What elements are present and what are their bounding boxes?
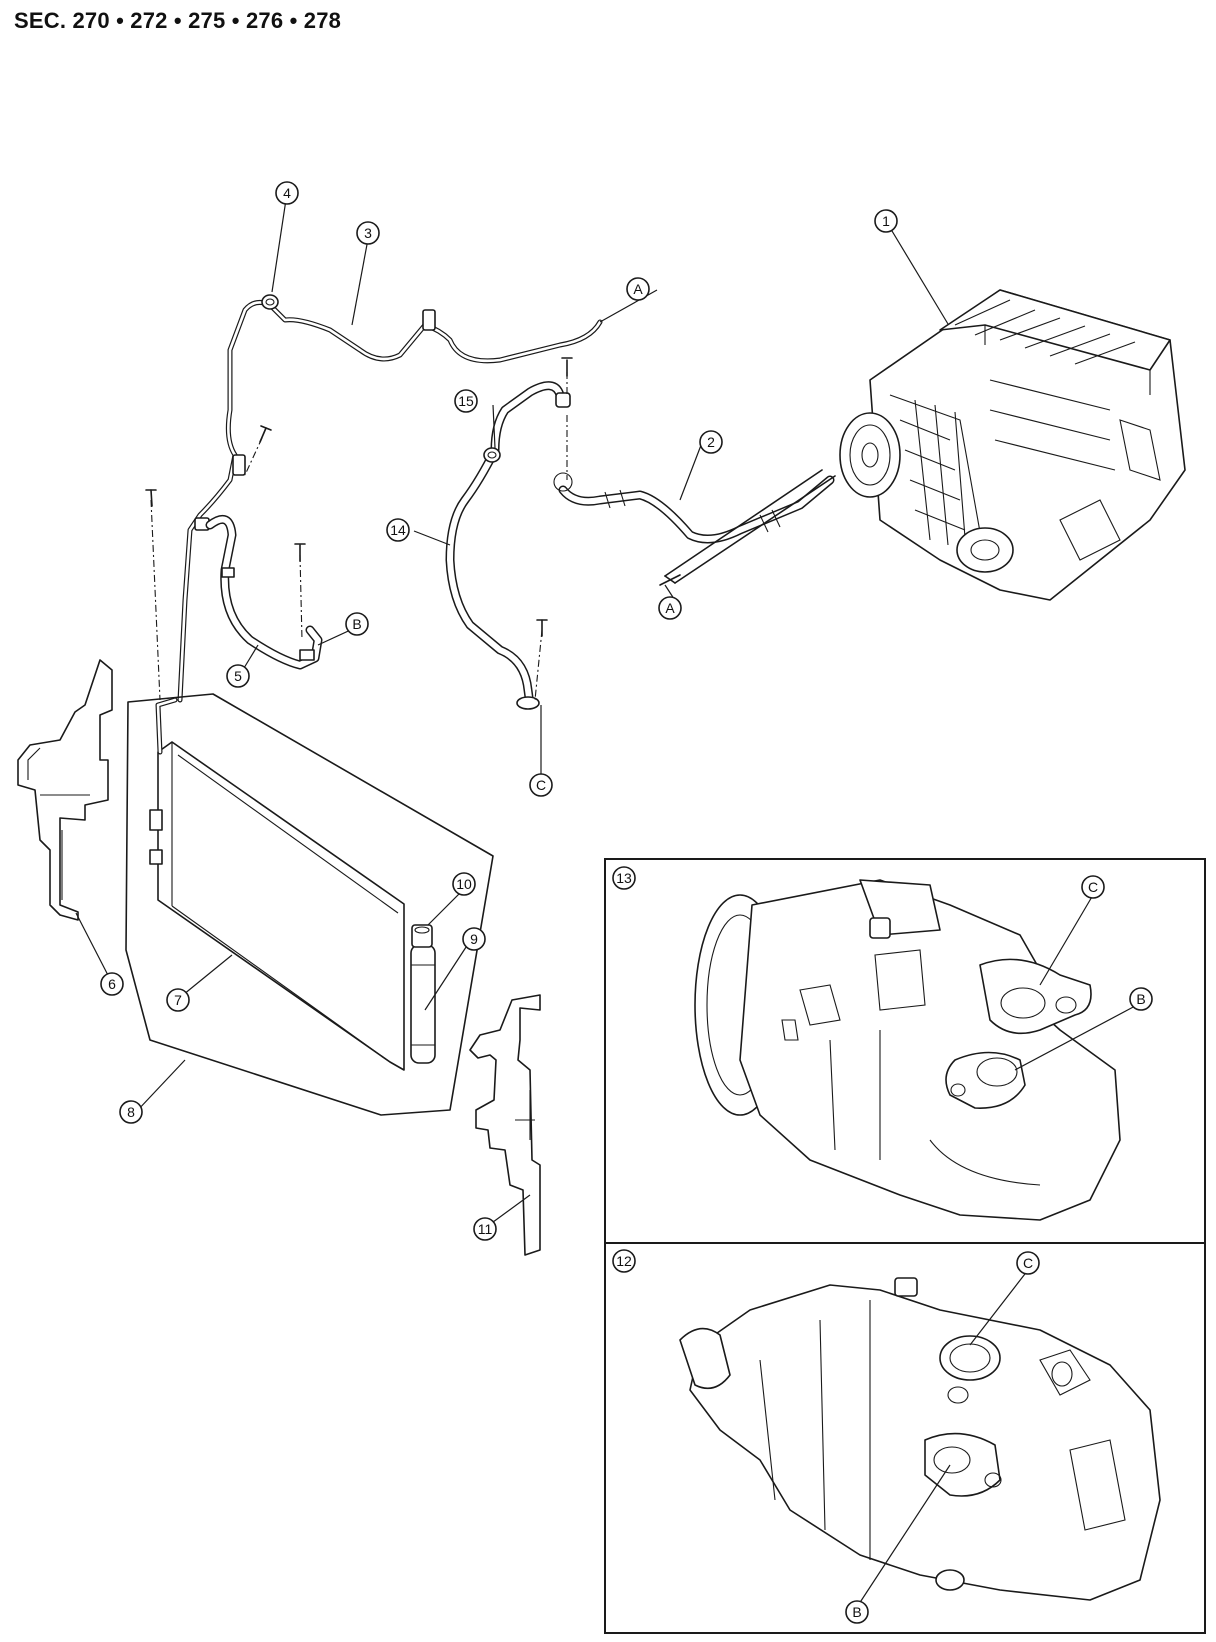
leader-lines: [75, 192, 1138, 1608]
svg-text:12: 12: [616, 1253, 632, 1269]
callout-5: 5: [226, 664, 250, 688]
svg-text:B: B: [352, 616, 361, 632]
svg-text:6: 6: [108, 976, 116, 992]
svg-text:B: B: [1136, 991, 1145, 1007]
svg-text:B: B: [852, 1604, 861, 1620]
svg-text:C: C: [1088, 879, 1098, 895]
grommet-4: [261, 294, 279, 310]
callout-2: 2: [699, 430, 723, 454]
callout-b-inset12: B: [845, 1600, 869, 1624]
callout-c-main: C: [529, 773, 553, 797]
callout-6: 6: [100, 972, 124, 996]
callout-11: 11: [473, 1217, 497, 1241]
callout-12: 12: [612, 1249, 636, 1273]
callout-4: 4: [275, 181, 299, 205]
compressor-12: [679, 1277, 1161, 1601]
callout-10: 10: [452, 872, 476, 896]
svg-text:7: 7: [174, 992, 182, 1008]
section-header: SEC. 270 • 272 • 275 • 276 • 278: [14, 8, 342, 33]
svg-text:C: C: [1023, 1255, 1033, 1271]
svg-text:10: 10: [456, 876, 472, 892]
callout-9: 9: [462, 927, 486, 951]
hvac-unit: [839, 289, 1186, 601]
receiver-drier-9: [410, 944, 436, 1064]
svg-text:C: C: [536, 777, 546, 793]
cap-10: [411, 924, 433, 948]
condenser-assembly-8: [125, 693, 494, 1116]
condenser-7: [149, 697, 405, 1071]
hose-14: [445, 381, 571, 710]
callout-14: 14: [386, 518, 410, 542]
callout-7: 7: [166, 988, 190, 1012]
hose-5: [205, 514, 323, 670]
svg-text:9: 9: [470, 931, 478, 947]
svg-text:5: 5: [234, 668, 242, 684]
svg-text:15: 15: [458, 393, 474, 409]
callout-a-bottom: A: [658, 596, 682, 620]
svg-text:11: 11: [478, 1221, 493, 1237]
pipe-3: [177, 299, 603, 703]
pipe-2: [553, 469, 836, 584]
svg-text:4: 4: [283, 185, 291, 201]
callout-b-inset13: B: [1129, 987, 1153, 1011]
bolts: [145, 357, 681, 701]
svg-text:1: 1: [882, 213, 890, 229]
svg-text:13: 13: [616, 870, 632, 886]
callout-b-main: B: [345, 612, 369, 636]
o-ring-15: [483, 447, 501, 463]
callout-a-top: A: [626, 277, 650, 301]
compressor-13: [694, 879, 1121, 1221]
callout-13: 13: [612, 866, 636, 890]
svg-text:A: A: [665, 600, 675, 616]
svg-text:3: 3: [364, 225, 372, 241]
callout-15: 15: [454, 389, 478, 413]
air-guide-6: [17, 659, 113, 921]
callout-8: 8: [119, 1100, 143, 1124]
inset-frame-12: [604, 1242, 1206, 1634]
air-guide-11: [469, 994, 541, 1256]
svg-text:8: 8: [127, 1104, 135, 1120]
callout-3: 3: [356, 221, 380, 245]
svg-text:14: 14: [390, 522, 406, 538]
callout-1: 1: [874, 209, 898, 233]
svg-text:2: 2: [707, 434, 715, 450]
callout-c-inset13: C: [1081, 875, 1105, 899]
callout-c-inset12: C: [1016, 1251, 1040, 1275]
svg-text:A: A: [633, 281, 643, 297]
